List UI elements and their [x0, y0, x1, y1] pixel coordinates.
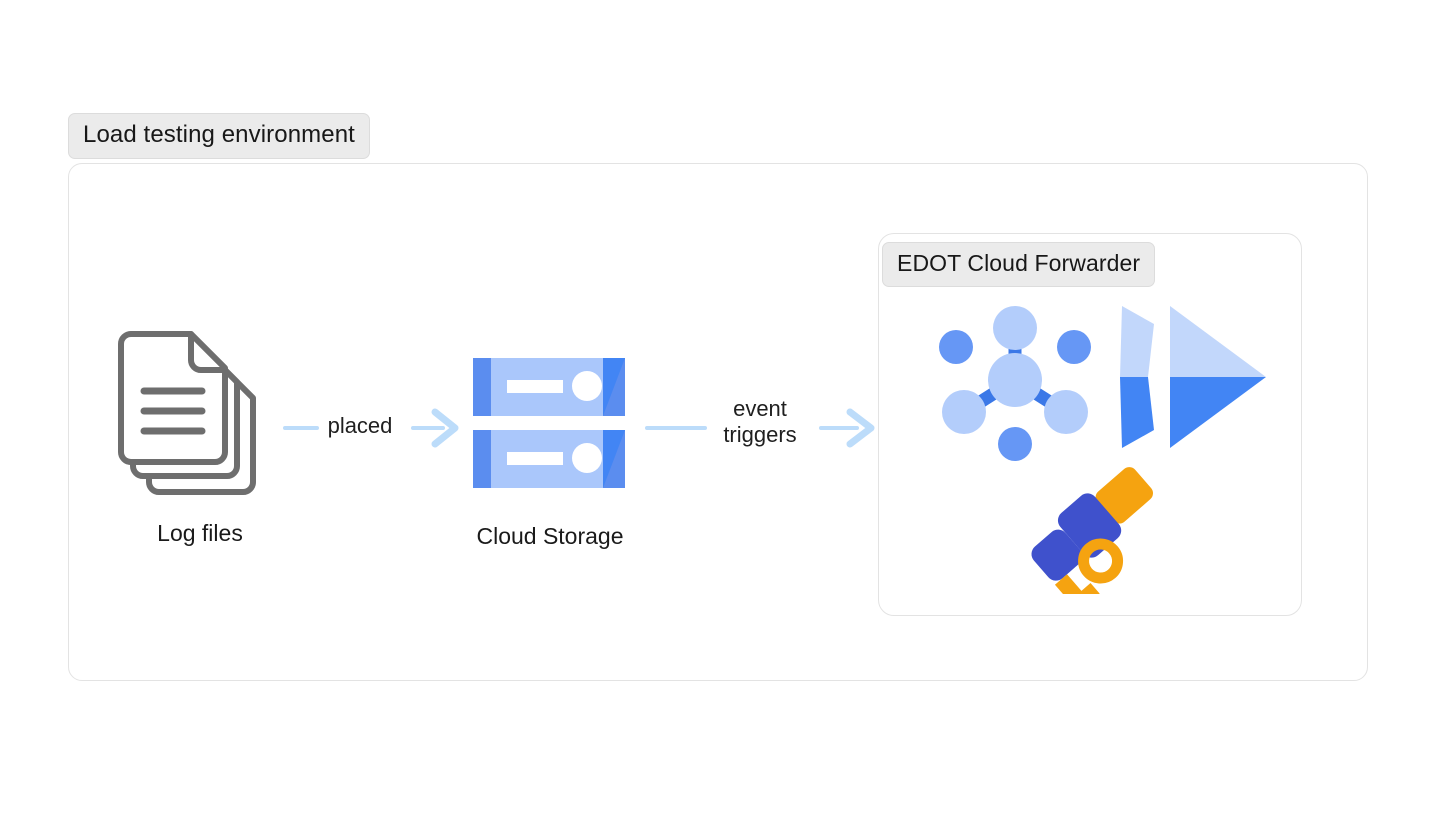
- connector-event-triggers: [645, 405, 880, 451]
- documents-icon: [118, 326, 278, 496]
- node-caption-cloud-storage: Cloud Storage: [476, 523, 624, 549]
- double-chevron-forward-icon: [1118, 302, 1270, 452]
- group-label-edot-cloud-forwarder: EDOT Cloud Forwarder: [882, 242, 1156, 287]
- group-label-load-testing-environment: Load testing environment: [68, 113, 370, 159]
- connector-placed: [283, 405, 463, 451]
- node-caption-log-files: Log files: [157, 520, 243, 546]
- edge-label-event-triggers: event triggers: [723, 396, 797, 447]
- edge-label-placed: placed: [327, 413, 393, 438]
- server-racks-icon: [473, 358, 625, 488]
- opentelemetry-nodes-icon: [936, 302, 1094, 462]
- telescope-icon: [1018, 452, 1170, 620]
